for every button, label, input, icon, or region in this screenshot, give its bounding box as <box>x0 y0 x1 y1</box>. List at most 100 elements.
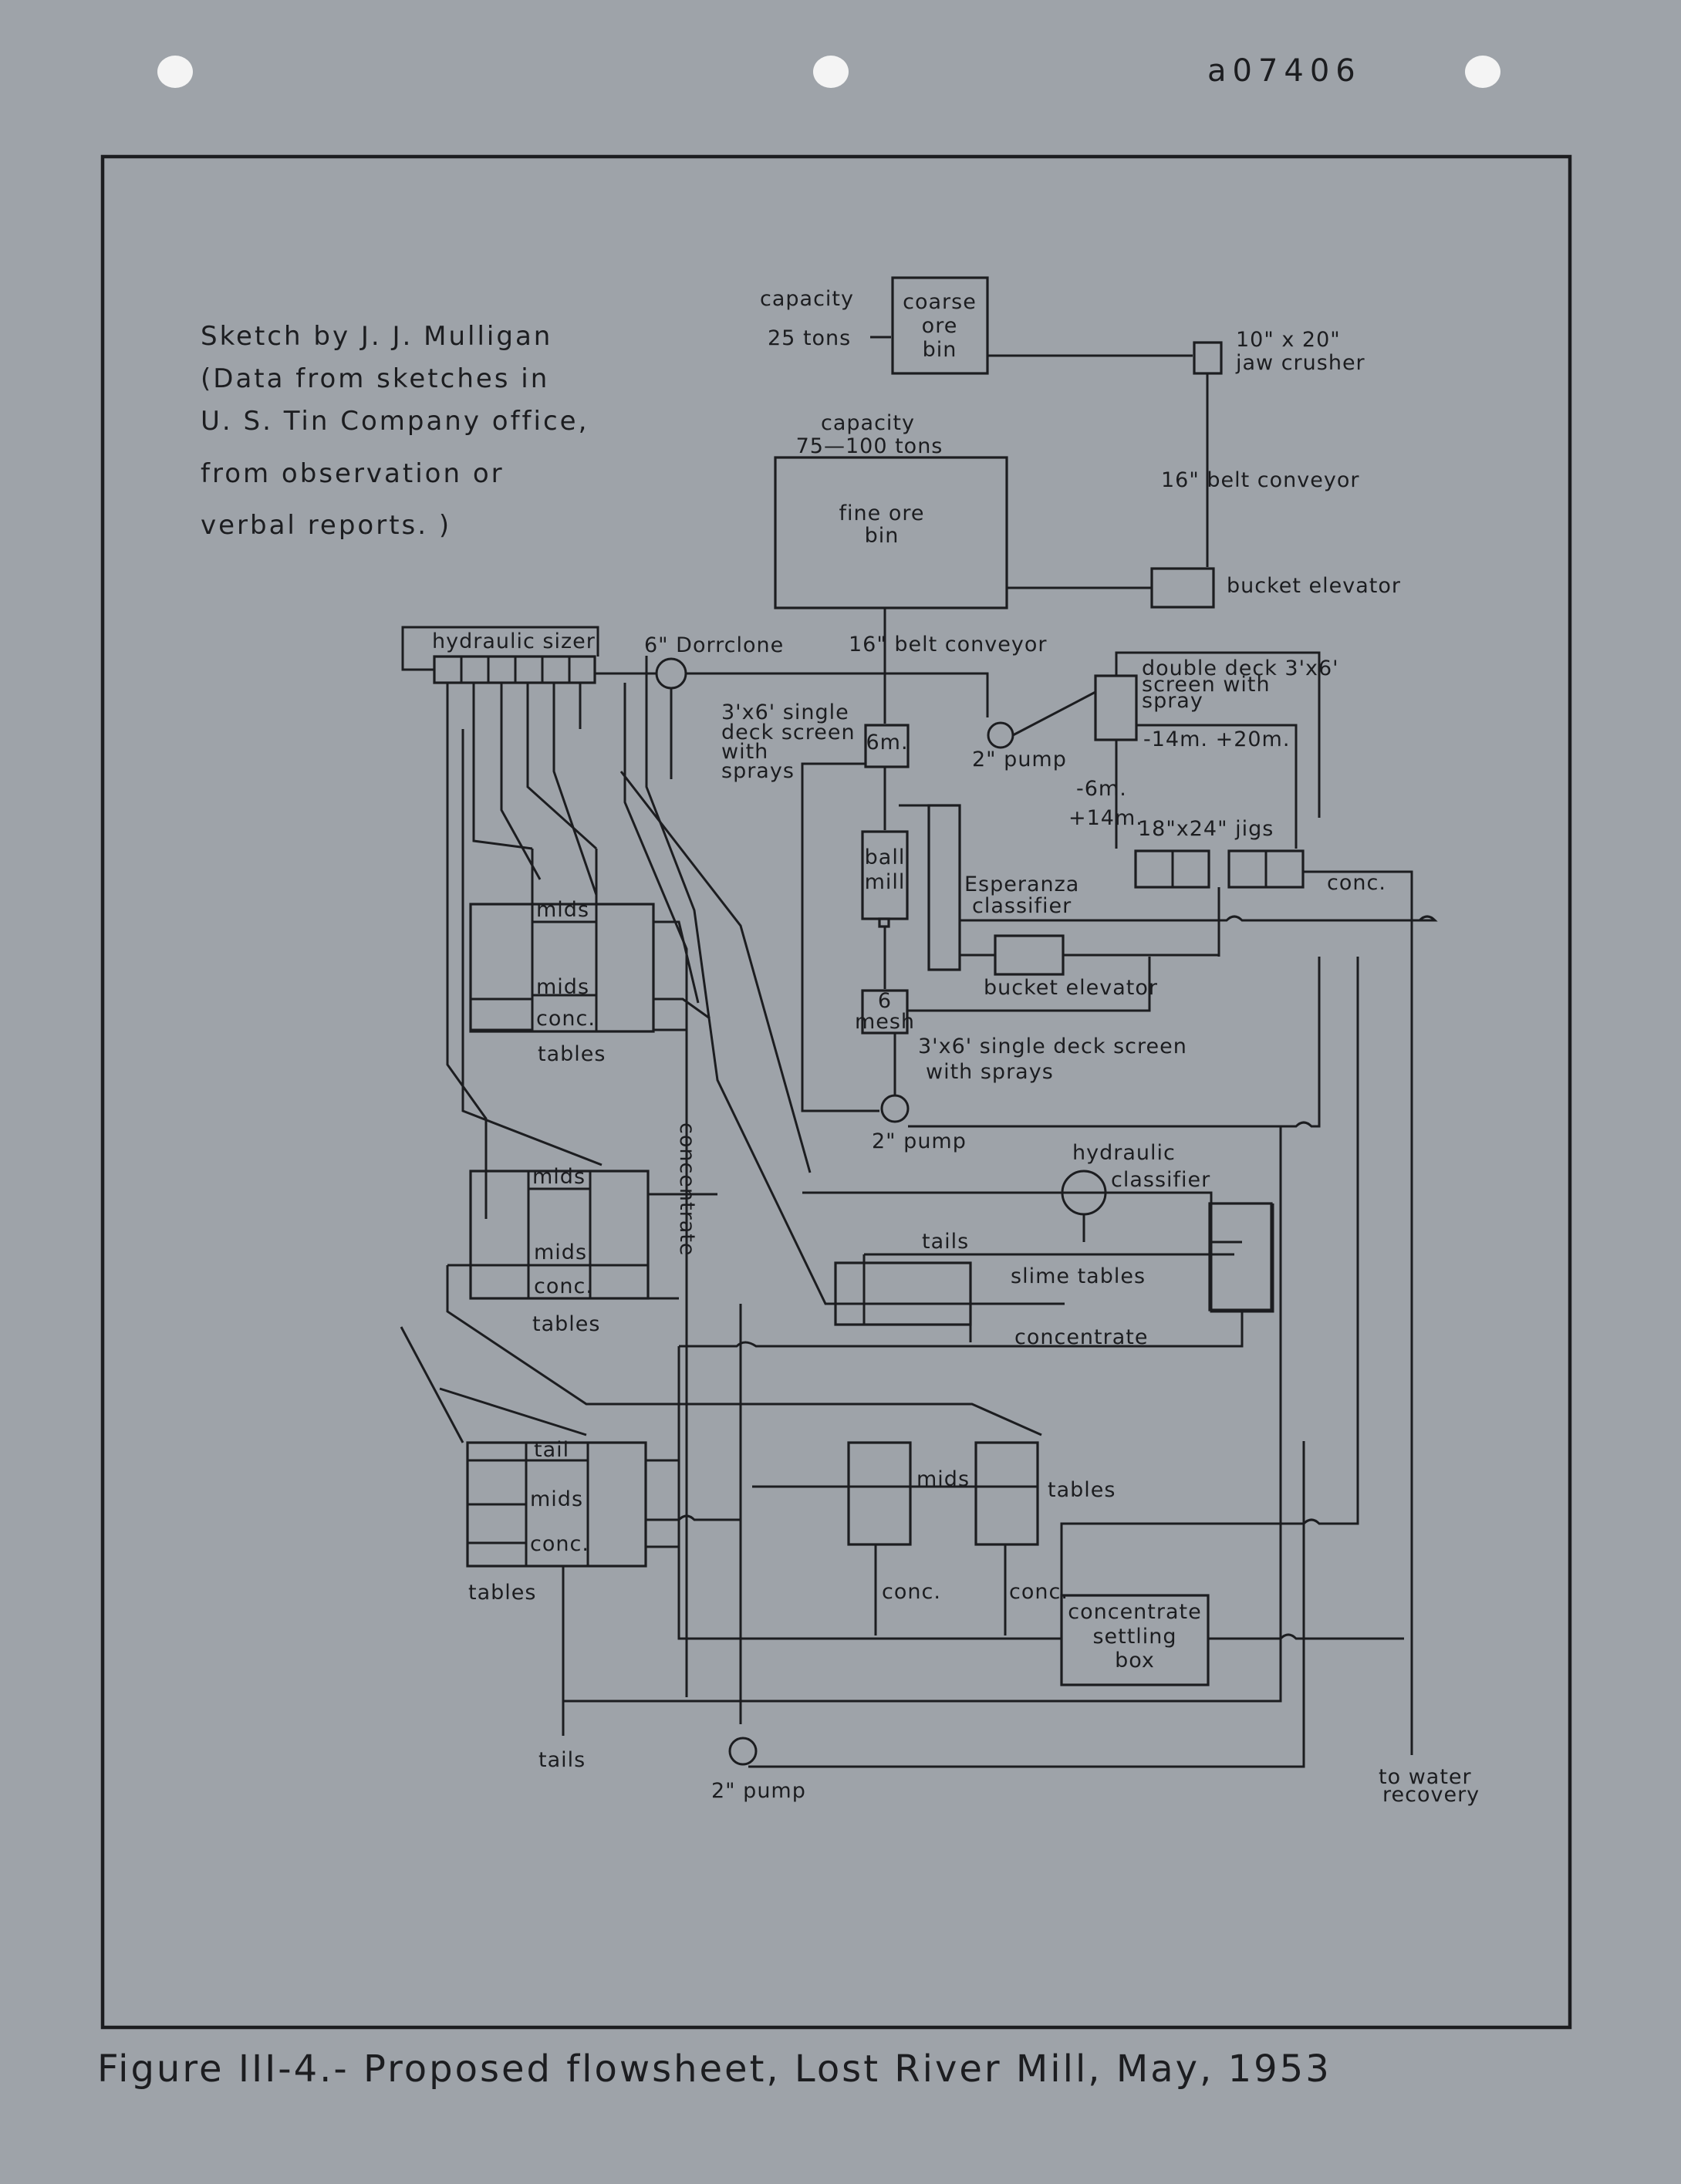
label: 75—100 tons <box>796 434 943 458</box>
label: 25 tons <box>768 326 851 350</box>
label: 6" Dorrclone <box>644 633 784 657</box>
label: spray <box>1142 689 1203 713</box>
tables-group-c: tail mids conc. tables <box>400 1326 741 1736</box>
label: conc. <box>530 1532 589 1556</box>
note-line: verbal reports. ) <box>201 510 451 541</box>
punch-hole-center <box>813 56 849 88</box>
label: tails <box>922 1230 969 1254</box>
label: capacity <box>821 411 915 435</box>
label: ball <box>865 846 906 869</box>
label: concentrate <box>1068 1600 1201 1624</box>
slime-tables <box>834 1261 972 1326</box>
label: settling <box>1092 1625 1176 1649</box>
settling-section: concentrate settling box tails 2" pump t… <box>538 920 1480 1807</box>
label: to water <box>1379 1765 1472 1789</box>
punch-hole-right <box>1465 56 1500 88</box>
label: bin <box>923 338 957 362</box>
screen-6m <box>864 724 910 768</box>
label: -14m. +20m. <box>1143 727 1290 751</box>
label: bucket elevator <box>1227 574 1401 598</box>
label: 18"x24" jigs <box>1138 817 1274 841</box>
jaw-crusher <box>1193 341 1223 375</box>
label: classifier <box>1111 1168 1210 1192</box>
label: concentrate <box>675 1122 699 1256</box>
punch-hole-left <box>157 56 193 88</box>
coarse-ore-bin <box>891 276 989 375</box>
table-set-a <box>469 903 655 1033</box>
label: coarse <box>903 290 977 314</box>
classifier-tank <box>1208 1202 1273 1311</box>
label: with sprays <box>926 1060 1054 1084</box>
document-number: a07406 <box>1207 53 1362 89</box>
bucket-elevator-1 <box>1150 567 1215 609</box>
pump-mid <box>880 1094 910 1123</box>
grinding-section: 3'x6' single deck screen with sprays 6m.… <box>721 651 1438 1489</box>
label: screen with <box>1142 673 1271 697</box>
label: conc. <box>882 1580 941 1604</box>
slime-section: hydraulic classifier tails slime tables … <box>679 1141 1274 1349</box>
bucket-elevator-2 <box>994 934 1065 976</box>
table-d2 <box>974 1441 1039 1546</box>
label: 2" pump <box>972 748 1067 771</box>
label: box <box>1115 1649 1155 1673</box>
label: hydraulic sizer <box>432 630 596 653</box>
label: 3'x6' single deck screen <box>918 1035 1187 1058</box>
label: conc. <box>1327 871 1386 895</box>
label: tail <box>534 1438 569 1462</box>
fine-ore-bin <box>774 456 1008 609</box>
tables-group-d: mids tables conc. conc. <box>739 1304 1116 1724</box>
label: mids <box>536 898 589 922</box>
label: conc. <box>536 1007 596 1031</box>
label: 6 <box>878 989 892 1013</box>
label: tables <box>532 1312 600 1336</box>
label: tails <box>538 1748 586 1772</box>
label: tables <box>1048 1478 1116 1502</box>
table-set-b <box>469 1170 650 1300</box>
tables-group-a: mids mids conc. tables <box>446 656 1065 1697</box>
label: mesh <box>855 1010 915 1034</box>
sketch-note: Sketch by J. J. Mulligan (Data from sket… <box>201 321 589 541</box>
label: recovery <box>1382 1783 1480 1807</box>
label: tables <box>468 1581 536 1605</box>
label: 16" belt conveyor <box>1161 468 1359 492</box>
label: mids <box>536 975 589 999</box>
note-line: from observation or <box>201 458 505 489</box>
double-deck-screen <box>1094 674 1138 741</box>
label: Esperanza <box>964 873 1079 896</box>
crushing-section: capacity 25 tons coarse ore bin 10" x 20… <box>760 276 1401 724</box>
label: classifier <box>972 894 1072 918</box>
note-line: U. S. Tin Company office, <box>201 406 589 437</box>
figure-caption: Figure III-4.- Proposed flowsheet, Lost … <box>97 2047 1332 2091</box>
esperanza-classifier <box>927 804 961 971</box>
pump-top <box>987 721 1014 749</box>
label: capacity <box>760 287 854 311</box>
label: mids <box>534 1241 587 1264</box>
label: 3'x6' single <box>721 700 849 724</box>
label: double deck 3'x6' <box>1142 657 1339 680</box>
label: mids <box>916 1467 970 1491</box>
label: 2" pump <box>711 1779 806 1803</box>
sizing-section: hydraulic sizer 6" Dorrclone <box>401 626 989 779</box>
label: -6m. <box>1076 777 1127 801</box>
label: with <box>721 740 768 764</box>
label: mids <box>532 1165 586 1189</box>
label: 2" pump <box>872 1129 967 1153</box>
label: hydraulic <box>1072 1141 1176 1165</box>
label: mill <box>865 870 906 894</box>
label: bucket elevator <box>984 976 1158 1000</box>
label: mids <box>530 1487 583 1511</box>
diagram-frame <box>100 154 1572 2030</box>
label: conc. <box>534 1274 593 1298</box>
pump-bottom <box>728 1737 758 1766</box>
note-line: Sketch by J. J. Mulligan <box>201 321 552 352</box>
dorrclone <box>655 657 687 690</box>
label: jaw crusher <box>1235 351 1365 375</box>
label: 16" belt conveyor <box>849 633 1047 657</box>
concentrate-settling-box <box>1060 1594 1210 1686</box>
tables-group-b: mids mids conc. tables concentrate <box>439 729 1042 1436</box>
label: 6m. <box>866 731 908 754</box>
label: 10" x 20" <box>1236 328 1341 352</box>
note-line: (Data from sketches in <box>201 363 549 394</box>
